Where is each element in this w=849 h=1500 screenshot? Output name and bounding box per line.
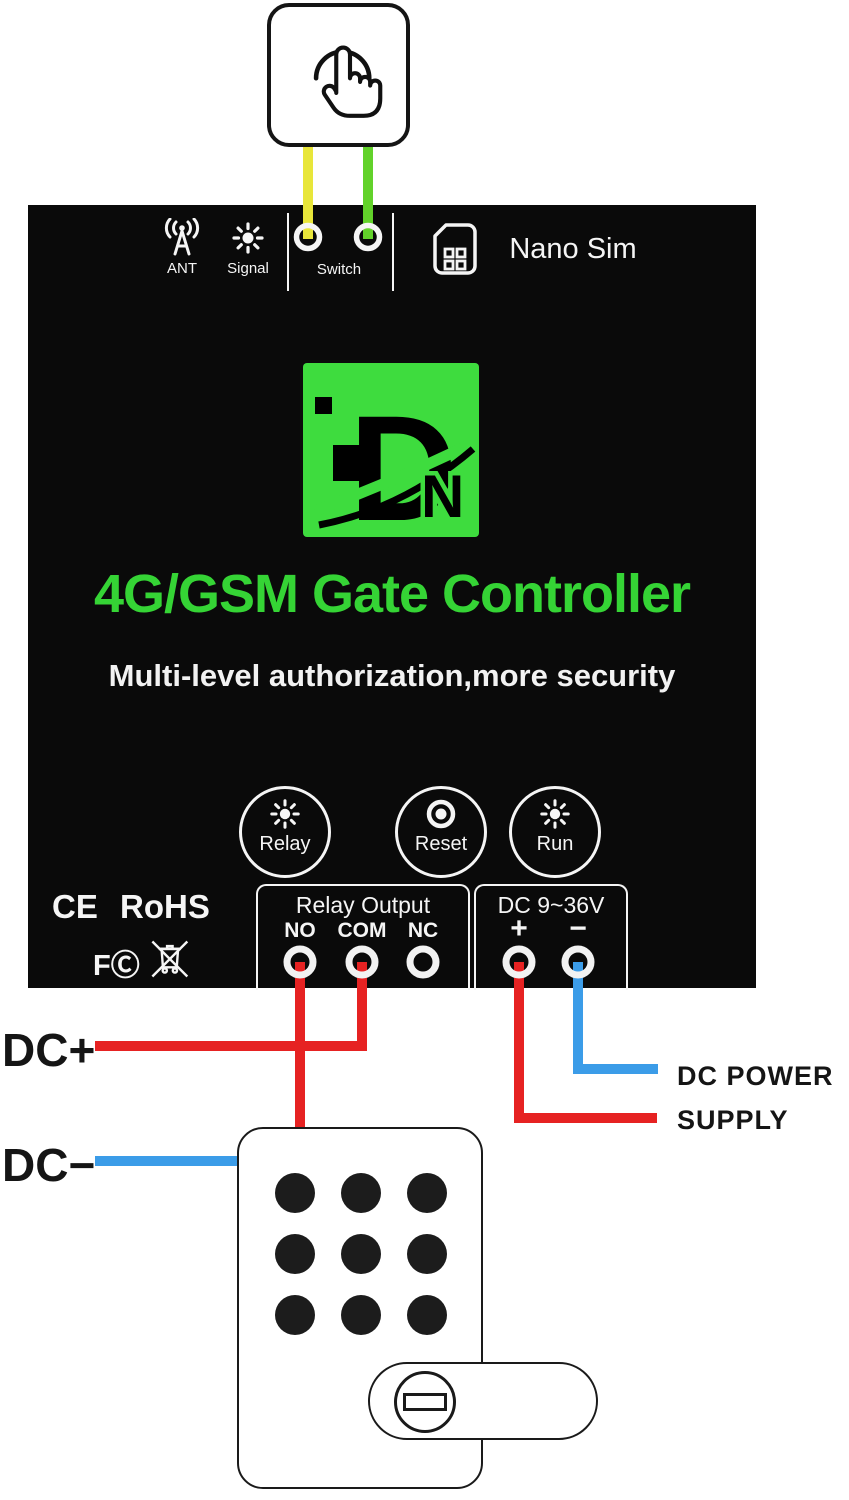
com-wire [357, 962, 367, 1051]
power-minus-wire-vertical [573, 962, 583, 1074]
terminal-label-minus: − [569, 912, 587, 945]
dc-power-label-line1: DC POWER [677, 1061, 834, 1091]
dc-input-panel [474, 884, 628, 990]
fcc-mark: FⒸ [93, 942, 140, 984]
terminal-dc-minus [561, 945, 595, 979]
terminal-label-com: COM [337, 919, 387, 942]
touch-switch-button [267, 3, 410, 147]
keypad-button [275, 1173, 315, 1213]
reset-button-icon [426, 799, 456, 829]
weee-crossed-bin-icon [151, 940, 189, 978]
gate-controller-device [28, 205, 756, 988]
brand-logo-art: D N [313, 384, 476, 552]
terminal-label-nc: NC [407, 919, 439, 942]
signal-led-icon [232, 222, 264, 254]
sim-card-icon [433, 223, 477, 275]
dc-plus-wire [95, 1041, 367, 1051]
ant-label: ANT [167, 260, 197, 277]
dc-plus-label: DC+ [2, 1024, 96, 1076]
brand-logo: D N [303, 363, 479, 552]
keypad-button [275, 1234, 315, 1274]
switch-terminal-2 [353, 222, 383, 252]
dc-input-title: DC 9~36V [497, 892, 605, 918]
led-icon [540, 799, 570, 829]
relay-indicator: Relay [239, 786, 331, 878]
switch-label: Switch [316, 261, 362, 278]
rohs-mark: RoHS [120, 888, 210, 925]
fcc-letter-c: Ⓒ [110, 950, 140, 982]
keypad-button [407, 1173, 447, 1213]
terminal-com [345, 945, 379, 979]
dc-minus-wire [95, 1156, 239, 1166]
signal-label: Signal [227, 260, 269, 277]
terminal-dc-plus [502, 945, 536, 979]
run-indicator: Run [509, 786, 601, 878]
antenna-icon [164, 218, 200, 256]
run-label: Run [536, 833, 574, 855]
keypad-button [407, 1234, 447, 1274]
panel-divider [392, 213, 394, 291]
relay-output-title: Relay Output [295, 892, 431, 918]
logo-letter-n: N [421, 463, 464, 530]
relay-output-panel [256, 884, 470, 990]
ce-mark: CE [52, 888, 98, 925]
terminal-label-plus: + [510, 912, 528, 945]
nano-sim-label: Nano Sim [509, 233, 637, 265]
power-plus-wire-horizontal [514, 1113, 657, 1123]
terminal-label-no: NO [284, 919, 316, 942]
switch-terminal-1 [293, 222, 323, 252]
dc-power-label-line2: SUPPLY [677, 1105, 789, 1135]
keypad-button [407, 1295, 447, 1335]
terminal-no [283, 945, 317, 979]
terminal-nc [406, 945, 440, 979]
keypad-button [341, 1295, 381, 1335]
switch-wire-green [363, 147, 373, 239]
key-slot-icon [403, 1393, 447, 1411]
fcc-letter-f: F [93, 950, 111, 982]
keypad-button [341, 1173, 381, 1213]
dc-minus-label: DC− [2, 1139, 96, 1191]
switch-wire-yellow [303, 147, 313, 239]
panel-divider [287, 213, 289, 291]
reset-label: Reset [414, 833, 468, 855]
product-subtitle: Multi-level authorization,more security [108, 658, 676, 693]
led-icon [270, 799, 300, 829]
keypad-button [341, 1234, 381, 1274]
touch-hand-icon [313, 45, 382, 118]
power-plus-wire-vertical [514, 962, 524, 1123]
product-title: 4G/GSM Gate Controller [93, 564, 691, 624]
power-minus-wire-horizontal [573, 1064, 658, 1074]
keypad-button [275, 1295, 315, 1335]
reset-button: Reset [395, 786, 487, 878]
relay-label: Relay [259, 833, 311, 855]
